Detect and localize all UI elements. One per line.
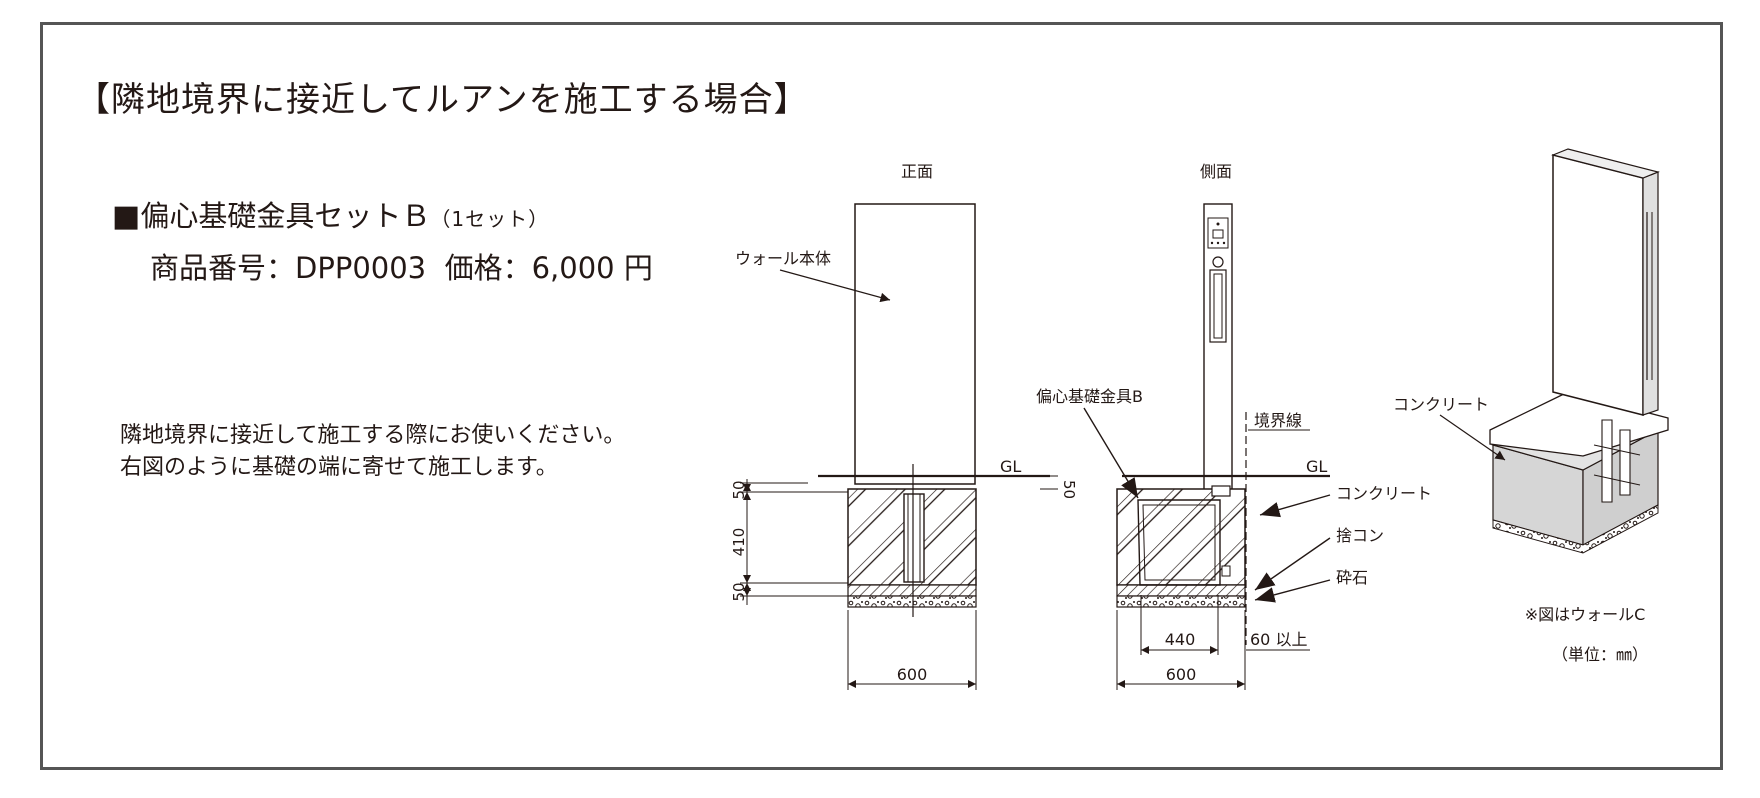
front-fitting-slot	[903, 493, 925, 583]
3d-concrete-leader	[1439, 414, 1506, 461]
front-wall-body	[854, 203, 976, 485]
eccentric-fitting-label: 偏心基礎金具B	[1036, 387, 1143, 406]
leveling-concrete-label: 捨コン	[1336, 526, 1384, 545]
side-dim-60-min: 60 以上	[1250, 630, 1307, 649]
description: 隣地境界に接近して施工する際にお使いください。 右図のように基礎の端に寄せて施工…	[120, 420, 625, 484]
dim-50-top: 50	[730, 480, 748, 499]
front-crushed-stone	[847, 595, 977, 608]
side-sensor-panel	[1207, 217, 1229, 249]
3d-crushed-stone	[1492, 504, 1659, 554]
concrete-label: コンクリート	[1336, 484, 1432, 503]
price-value: 6,000 円	[531, 251, 653, 285]
unit-note: （単位：㎜）	[1552, 645, 1648, 664]
crushed-stone-leader	[1254, 579, 1331, 603]
3d-wall-panel-side	[1642, 171, 1659, 416]
square-bullet-icon: ■	[112, 199, 141, 234]
side-eccentric-fitting	[1137, 499, 1221, 586]
side-view: 側面 境界線 GL 偏心基礎金具B コンクリート 捨コ	[1036, 162, 1432, 690]
front-leveling-concrete	[847, 584, 977, 597]
front-view-title: 正面	[901, 162, 933, 181]
3d-wall-panel-top	[1551, 148, 1660, 179]
front-gl-label: GL	[1000, 457, 1021, 476]
description-line-2: 右図のように基礎の端に寄せて施工します。	[120, 455, 558, 480]
eccentric-fitting-leader	[1083, 407, 1139, 499]
product-name-text: 偏心基礎金具セットＢ	[140, 199, 431, 233]
side-dim-440: 440	[1165, 630, 1196, 649]
side-gl-label: GL	[1306, 457, 1327, 476]
crushed-stone-label: 砕石	[1336, 568, 1368, 587]
3d-post	[1601, 419, 1613, 503]
boundary-line-label: 境界線	[1254, 411, 1302, 430]
3d-wall-panel-front	[1552, 154, 1644, 416]
gl-offset-dimension: 50	[1060, 480, 1078, 499]
front-dim-600: 600	[897, 665, 928, 684]
description-line-1: 隣地境界に接近して施工する際にお使いください。	[120, 423, 626, 448]
price-label: 価格：	[444, 251, 532, 285]
side-crushed-stone	[1116, 595, 1246, 608]
product-info-line: 商品番号：DPP0003 価格：6,000 円	[150, 245, 653, 287]
concrete-leader	[1259, 494, 1331, 518]
product-number-label: 商品番号：	[150, 251, 296, 285]
product-number: DPP0003	[295, 251, 427, 285]
side-view-title: 側面	[1200, 162, 1232, 181]
dim-410: 410	[730, 528, 748, 557]
product-name: ■偏心基礎金具セットＢ（1セット）	[112, 193, 549, 235]
3d-concrete-label: コンクリート	[1393, 395, 1489, 414]
product-quantity: （1セット）	[430, 207, 550, 231]
dim-50-bottom: 50	[730, 582, 748, 601]
side-post	[1203, 203, 1233, 495]
side-mail-slot	[1209, 269, 1227, 343]
perspective-view: コンクリート ※図はウォールC （単位：㎜）	[1393, 148, 1669, 664]
wall-body-label: ウォール本体	[735, 249, 831, 268]
page-title: 【隣地境界に接近してルアンを施工する場合】	[76, 80, 809, 120]
side-dim-600: 600	[1166, 665, 1197, 684]
leveling-concrete-leader	[1254, 537, 1331, 591]
wall-body-leader	[779, 269, 891, 303]
wall-c-note: ※図はウォールC	[1525, 605, 1646, 624]
front-view: 正面 GL 50 ウォール本体 50	[730, 162, 1078, 690]
side-leveling-concrete	[1116, 584, 1246, 597]
